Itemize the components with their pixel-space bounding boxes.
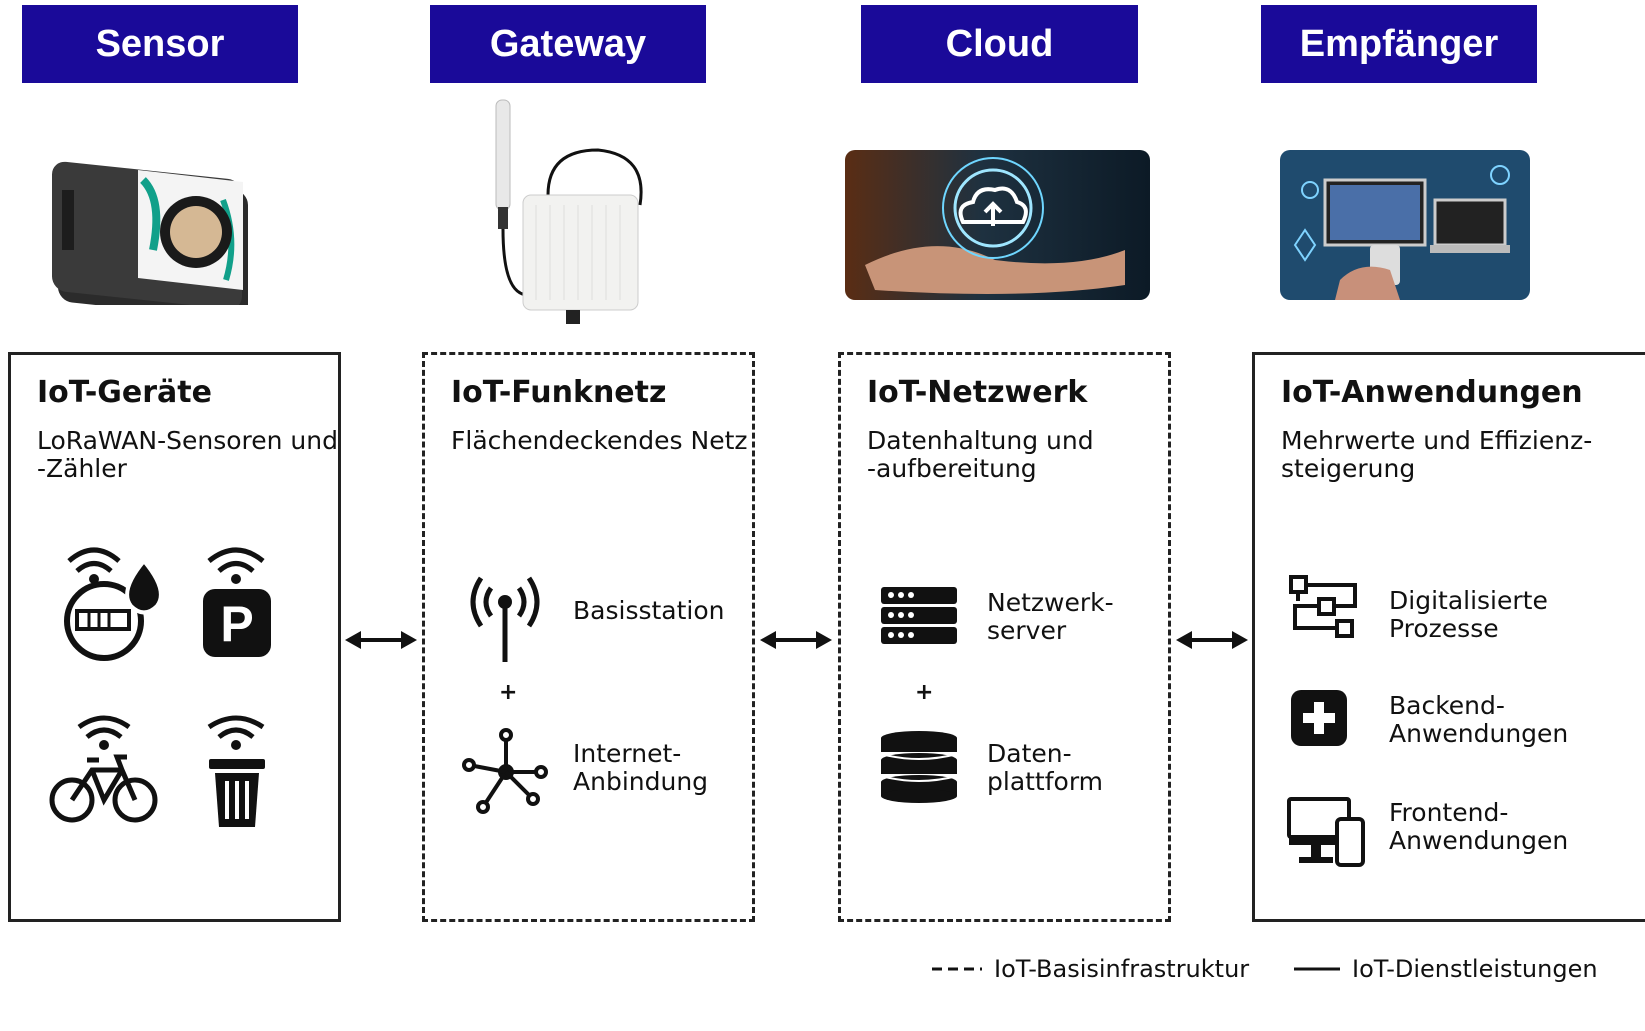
antenna-icon (470, 576, 540, 662)
box-title: IoT-Funknetz (451, 375, 667, 410)
item-label-digitalisierte-prozesse: Digitalisierte Prozesse (1389, 586, 1548, 643)
item-label-frontend-anwendungen: Frontend- Anwendungen (1389, 798, 1569, 855)
legend-solid-label: IoT-Dienstleistungen (1352, 955, 1598, 983)
box-subtitle: Flächendeckendes Netz (451, 426, 748, 455)
bike-icon (49, 715, 158, 823)
box-subtitle: LoRaWAN-Sensoren und -Zähler (37, 426, 338, 483)
sensor-device-image (52, 161, 248, 305)
header-cloud: Cloud (861, 5, 1138, 83)
plus-sign: + (915, 680, 934, 705)
double-arrow-icon (345, 631, 417, 649)
double-arrow-icon (1176, 631, 1248, 649)
legend-dashed-label: IoT-Basisinfrastruktur (994, 955, 1250, 983)
iot-devices-box: IoT-Geräte LoRaWAN-Sensoren und -Zähler … (8, 352, 341, 922)
database-icon (880, 731, 958, 803)
header-sensor: Sensor (22, 5, 298, 83)
legend-dashed: IoT-Basisinfrastruktur (932, 955, 1249, 983)
box-title: IoT-Netzwerk (867, 375, 1088, 410)
iot-radio-network-box: IoT-Funknetz Flächendeckendes Netz Basis… (422, 352, 755, 922)
header-gateway: Gateway (430, 5, 706, 83)
iot-applications-box: IoT-Anwendungen Mehrwerte und Effizienz-… (1252, 352, 1645, 922)
header-empfaenger: Empfänger (1261, 5, 1537, 83)
item-label-internet-anbindung: Internet- Anbindung (573, 739, 709, 796)
box-subtitle: Datenhaltung und -aufbereitung (867, 426, 1094, 483)
server-icon (881, 587, 957, 644)
process-flow-icon (1289, 575, 1357, 638)
desktop-mobile-icon (1287, 797, 1365, 867)
parking-letter: P (220, 596, 253, 652)
plus-sign: + (499, 680, 518, 705)
item-label-backend-anwendungen: Backend- Anwendungen (1389, 691, 1569, 748)
item-label-datenplattform: Daten- plattform (987, 739, 1104, 796)
box-title: IoT-Anwendungen (1281, 375, 1583, 410)
parking-icon: P (203, 547, 271, 657)
legend-solid: IoT-Dienstleistungen (1294, 955, 1598, 983)
box-title: IoT-Geräte (37, 375, 212, 410)
solid-line-icon (1294, 967, 1340, 971)
item-label-netzwerkserver: Netzwerk- server (987, 588, 1114, 645)
double-arrow-icon (760, 631, 832, 649)
dashed-line-icon (932, 967, 982, 971)
plus-square-icon (1291, 690, 1347, 746)
cloud-hand-image (845, 150, 1150, 300)
box-subtitle: Mehrwerte und Effizienz- steigerung (1281, 426, 1593, 483)
water-meter-icon (64, 547, 163, 661)
gateway-device-image (495, 99, 643, 324)
network-node-icon (462, 728, 548, 814)
devices-image (1280, 150, 1530, 300)
item-label-basisstation: Basisstation (573, 596, 725, 625)
trash-bin-icon (207, 715, 265, 827)
iot-network-box: IoT-Netzwerk Datenhaltung und -aufbereit… (838, 352, 1171, 922)
